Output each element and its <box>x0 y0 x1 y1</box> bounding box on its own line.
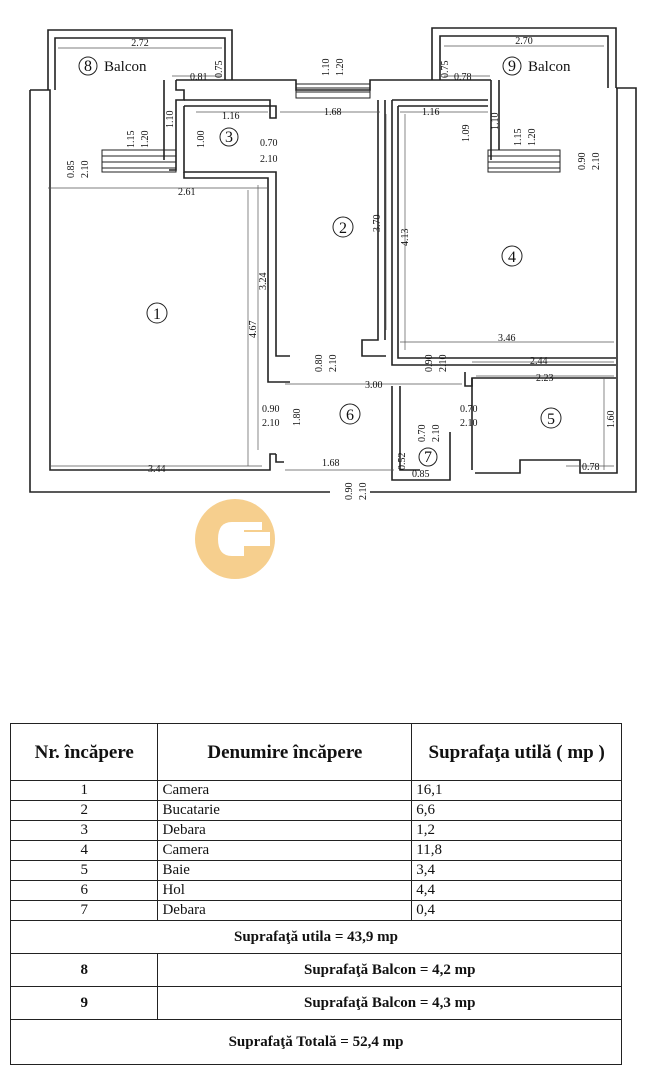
dim-label: 2.10 <box>431 425 442 443</box>
watermark-logo <box>195 499 275 579</box>
svg-text:4: 4 <box>508 249 516 266</box>
dim-label: 2.10 <box>262 418 280 429</box>
util-total-row: Suprafaţă utila = 43,9 mp <box>10 920 622 954</box>
room-2-marker: 2 <box>332 216 354 238</box>
dim-label: 1.00 <box>196 131 207 149</box>
dim-label: 1.10 <box>321 59 332 77</box>
dim-label: 0.52 <box>397 453 408 471</box>
table-row: 2 Bucatarie 6,6 <box>9 800 622 821</box>
svg-text:3: 3 <box>225 129 233 146</box>
dim-label: 1.68 <box>322 458 340 469</box>
dim-label: 1.20 <box>527 129 538 147</box>
dim-label: 2.10 <box>328 355 339 373</box>
dim-label: 2.23 <box>536 373 554 384</box>
dim-label: 2.72 <box>131 38 149 49</box>
svg-text:Balcon: Balcon <box>104 59 147 75</box>
dim-label: 2.61 <box>178 187 196 198</box>
dim-label: 1.60 <box>606 411 617 429</box>
dim-label: 0.75 <box>440 61 451 79</box>
dim-label: 2.10 <box>438 355 449 373</box>
dim-label: 3.00 <box>365 380 383 391</box>
grand-total-row: Suprafaţă Totală = 52,4 mp <box>10 1019 622 1065</box>
table-row: 5 Baie 3,4 <box>9 860 622 881</box>
dim-label: 3.70 <box>372 215 383 233</box>
dim-label: 3.44 <box>148 464 166 475</box>
svg-text:8: 8 <box>84 58 92 75</box>
table-row: 4 Camera 11,8 <box>9 840 622 861</box>
dim-label: 1.20 <box>335 59 346 77</box>
dim-label: 1.10 <box>165 111 176 129</box>
balcony-row: 8 Suprafaţă Balcon = 4,2 mp <box>9 953 622 987</box>
dim-label: 2.10 <box>591 153 602 171</box>
dim-label: 0.70 <box>260 138 278 149</box>
dim-label: 0.85 <box>412 469 430 480</box>
dim-label: 1.16 <box>422 107 440 118</box>
header-area: Suprafaţa utilă ( mp ) <box>411 723 622 781</box>
dim-label: 3.24 <box>258 273 269 291</box>
svg-text:9: 9 <box>508 58 516 75</box>
dim-label: 1.09 <box>461 125 472 143</box>
dim-label: 0.90 <box>424 355 435 373</box>
svg-text:5: 5 <box>547 411 555 428</box>
room-6-marker: 6 <box>339 403 361 425</box>
header-name: Denumire încăpere <box>157 723 413 781</box>
dim-label: 0.78 <box>454 72 472 83</box>
area-table: Nr. încăpere Denumire încăpere Suprafaţa… <box>9 723 622 1065</box>
balcony-row: 9 Suprafaţă Balcon = 4,3 mp <box>9 986 622 1020</box>
dim-label: 2.44 <box>530 356 548 367</box>
dim-label: 0.90 <box>577 153 588 171</box>
room-5-marker: 5 <box>540 407 562 429</box>
dim-label: 1.16 <box>222 111 240 122</box>
dim-label: 0.75 <box>214 61 225 79</box>
dim-label: 4.67 <box>248 321 259 339</box>
balcony-9-label: 9 Balcon <box>502 56 571 76</box>
dim-label: 1.10 <box>490 113 501 131</box>
svg-text:Balcon: Balcon <box>528 59 571 75</box>
table-row: 1 Camera 16,1 <box>9 780 622 801</box>
dim-label: 1.15 <box>513 129 524 147</box>
dim-label: 2.10 <box>460 418 478 429</box>
dim-label: 2.10 <box>358 483 369 501</box>
dim-label: 1.15 <box>126 131 137 149</box>
svg-text:7: 7 <box>424 449 432 466</box>
room-1-marker: 1 <box>146 302 168 324</box>
dim-label: 0.80 <box>314 355 325 373</box>
dim-label: 0.81 <box>190 72 208 83</box>
dim-label: 0.70 <box>417 425 428 443</box>
balcony-8-label: 8 Balcon <box>78 56 147 76</box>
table-row: 3 Debara 1,2 <box>9 820 622 841</box>
dim-label: 0.70 <box>460 404 478 415</box>
dim-label: 1.80 <box>292 409 303 427</box>
room-7-marker: 7 <box>418 447 438 467</box>
header-nr: Nr. încăpere <box>9 723 159 781</box>
svg-text:2: 2 <box>339 220 347 237</box>
dim-label: 0.78 <box>582 462 600 473</box>
dim-label: 4.13 <box>400 229 411 247</box>
dim-label: 0.90 <box>262 404 280 415</box>
room-4-marker: 4 <box>501 245 523 267</box>
dim-label: 2.10 <box>80 161 91 179</box>
dim-label: 0.85 <box>66 161 77 179</box>
floor-plan: 8 Balcon 9 Balcon 1 2 3 4 5 6 7 2.72 0.7… <box>29 27 637 579</box>
dim-label: 1.20 <box>140 131 151 149</box>
dim-label: 3.46 <box>498 333 516 344</box>
svg-text:6: 6 <box>346 407 354 424</box>
table-row: 7 Debara 0,4 <box>9 900 622 921</box>
room-3-marker: 3 <box>219 127 239 147</box>
svg-text:1: 1 <box>153 306 161 323</box>
dim-label: 0.90 <box>344 483 355 501</box>
dim-label: 1.68 <box>324 107 342 118</box>
dim-label: 2.70 <box>515 36 533 47</box>
dimension-labels: 2.72 0.75 0.81 1.10 1.20 2.70 0.75 0.78 … <box>66 36 617 500</box>
dim-label: 2.10 <box>260 154 278 165</box>
table-row: 6 Hol 4,4 <box>9 880 622 901</box>
